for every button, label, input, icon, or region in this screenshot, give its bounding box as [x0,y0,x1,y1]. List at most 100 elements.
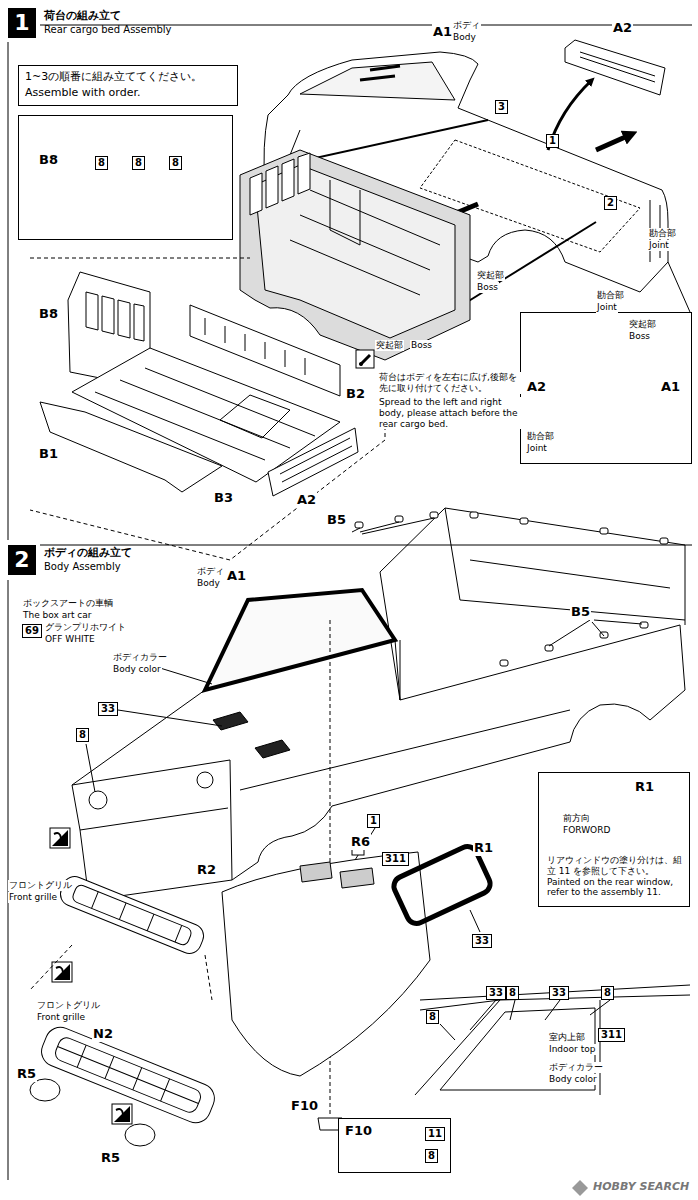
annotation: 室内上部 [548,1032,586,1043]
assembly-arrow [668,262,690,312]
callout-number: 1 [546,134,559,148]
callout-number: 8 [426,1010,439,1024]
annotation: ボディカラー [548,1062,604,1073]
callout-number: 33 [98,702,118,716]
node-text: 勘合部 [527,431,554,442]
part-name: F10 [290,1098,319,1114]
callout-number: 311 [382,852,409,866]
watermark-icon [572,1180,588,1196]
cargo-bed [240,150,470,360]
annotation: ボックスアートの車輌 [22,598,114,609]
part-name: R5 [100,1150,121,1166]
leader-line [470,910,480,932]
grille-part [57,873,207,957]
leader-line [86,744,95,792]
node-text: リアウィンドウの塗り分けは、組立 11 を参照して下さい。 Painted on… [547,855,683,898]
node-text: FORWORD [563,825,610,836]
node-text: Joint [527,443,547,454]
part-name: B3 [213,490,234,506]
body-drawing [470,512,478,518]
part-name: R1 [473,840,494,856]
callout-number: 33 [486,986,506,1000]
part-name: A1 [226,568,247,584]
body-drawing [89,791,107,809]
callout-number: 1 [367,814,380,828]
part-name: R2 [196,862,217,878]
annotation: Boss [410,340,433,351]
body-drawing [380,508,685,700]
inset-box: B8888 [18,115,233,240]
grille-part [30,945,212,1000]
part-name: R6 [350,834,371,850]
body-drawing [197,772,213,788]
part-name: A1 [432,24,453,40]
grille-part [125,1124,155,1146]
callout-number: 8 [95,156,108,170]
assembly-arrow [596,134,632,150]
watermark-icon [572,1180,588,1196]
part-name: A1 [661,379,680,395]
node-text: Assemble with order. [25,86,140,99]
emblem-icon [52,962,72,982]
paint-icon [356,350,374,368]
grille-part [71,883,193,946]
callout-number: 33 [549,986,569,1000]
body-drawing [213,712,290,758]
callout-number: 8 [425,1149,438,1163]
annotation: Indoor top [548,1044,596,1055]
rear-window-part [340,868,374,888]
callout-number: 3 [495,100,508,114]
side-view [415,1000,500,1095]
frame-line [8,545,692,1180]
note-text: Spread to the left and right body, pleas… [378,397,522,429]
node-text: ボディの組み立て [44,546,132,559]
grille-part [37,1023,219,1128]
annotation: フロントグリル [8,880,73,891]
part-name: A2 [296,492,317,508]
annotation: グランプリホワイト [44,622,127,633]
emblem-icon [50,828,70,848]
body-drawing [500,660,508,666]
exploded-parts [268,428,358,496]
exploded-parts [86,292,144,341]
annotation: 突起部 [476,270,505,281]
node-text: 荷台の組み立て [44,9,121,22]
leader-line [352,518,434,534]
step-number: 1 [8,8,36,38]
part-name: R5 [16,1066,37,1082]
part-name: B8 [38,306,59,322]
note-box: 1~3の順番に組み立ててください。Assemble with order. [18,65,238,106]
body-drawing [400,560,670,700]
body-drawing [360,66,400,80]
watermark: HOBBY SEARCH [592,1180,690,1193]
part-name: B8 [39,152,58,168]
grille-part [92,892,182,942]
side-view [420,985,690,1095]
annotation: Front grille [8,892,58,903]
exploded-parts [205,318,305,375]
part-name: B5 [570,604,591,620]
rear-window-part [222,852,430,1076]
frame-line [8,25,692,1180]
annotation: ボディカラー [112,652,168,663]
node-text: 突起部 [629,319,656,330]
body-drawing [72,760,232,880]
body-drawing [430,512,438,518]
callout-number: 8 [506,986,519,1000]
frame-line [8,25,692,540]
node-text: Boss [629,331,650,342]
cargo-bed [250,153,310,215]
leader-line [160,668,212,684]
annotation: 勘合部 [648,228,677,239]
node-text: Rear cargo bed Assembly [44,24,172,36]
exploded-parts [190,305,340,396]
annotation: Front grille [36,1012,86,1023]
annotation: The box art car [22,610,93,621]
annotation: Boss [476,282,499,293]
group-outline [30,258,385,560]
node-text: Body Assembly [44,561,121,573]
step-header: 1 荷台の組み立て Rear cargo bed Assembly [8,8,248,44]
node-text: 前方向 [563,813,590,824]
side-view [415,985,690,1095]
grille-part [57,873,207,957]
